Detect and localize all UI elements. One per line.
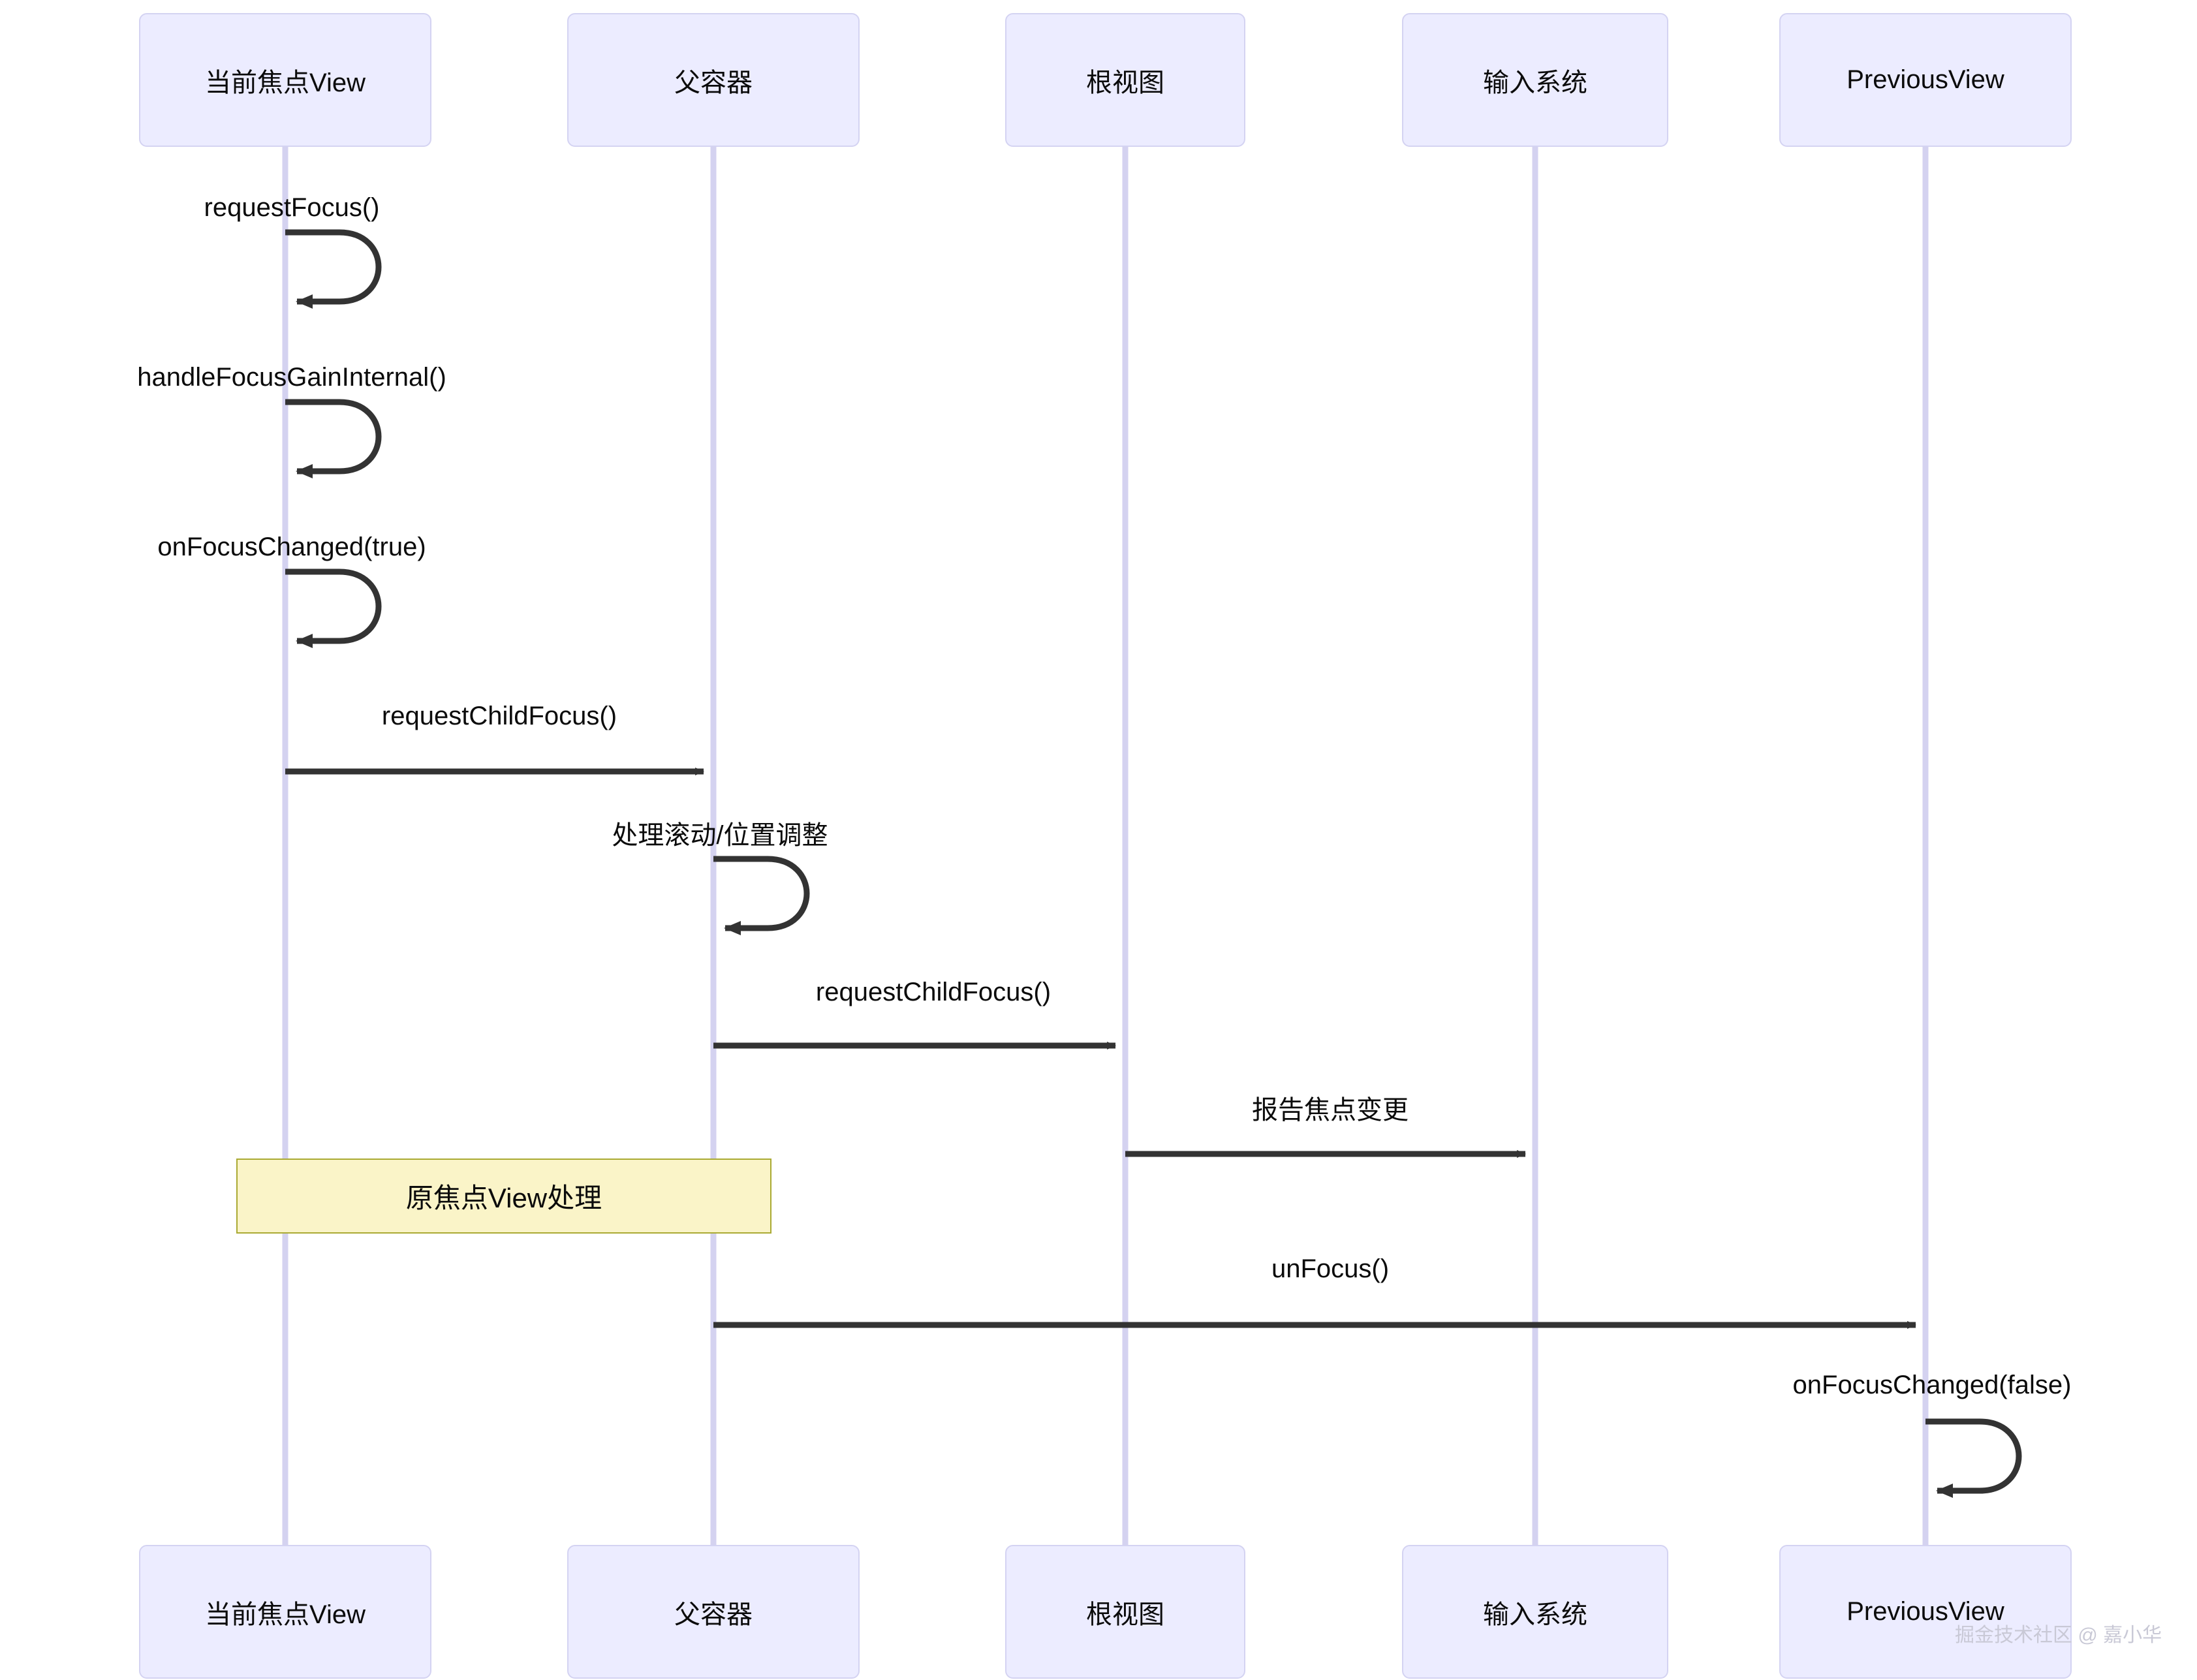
participant-label-inputsys: 输入系统 <box>1483 68 1587 97</box>
message-label-requestfocus: requestFocus() <box>204 193 380 222</box>
participant-box-top-rootview[interactable]: 根视图 <box>1005 13 1245 147</box>
participant-box-top-focusview[interactable]: 当前焦点View <box>139 13 431 147</box>
message-label-report-focus-change: 报告焦点变更 <box>1252 1096 1409 1125</box>
participant-box-top-parent[interactable]: 父容器 <box>567 13 860 147</box>
participant-label-bottom-parent: 父容器 <box>674 1600 753 1629</box>
message-label-requestchildfocus-1: requestChildFocus() <box>381 702 617 730</box>
participant-label-parent: 父容器 <box>674 68 753 97</box>
participant-label-focusview: 当前焦点View <box>205 68 366 97</box>
message-arrow-handle-scroll-position <box>713 856 810 935</box>
participant-box-top-prevview[interactable]: PreviousView <box>1779 13 2072 147</box>
participant-label-bottom-rootview: 根视图 <box>1086 1600 1164 1629</box>
message-arrow-onfocuschanged-true <box>285 568 382 648</box>
message-arrow-onfocuschanged-false <box>1925 1418 2022 1498</box>
note-box-original-focus-view[interactable]: 原焦点View处理 <box>236 1159 771 1234</box>
message-label-onfocuschanged-false: onFocusChanged(false) <box>1792 1371 2072 1399</box>
participant-label-bottom-inputsys: 输入系统 <box>1483 1600 1587 1629</box>
message-arrow-handlefocusgaininternal <box>285 399 382 478</box>
lifelines <box>282 147 1929 1545</box>
participant-box-bottom-inputsys[interactable]: 输入系统 <box>1402 1545 1668 1679</box>
message-label-handle-scroll-position: 处理滚动/位置调整 <box>612 821 828 850</box>
message-arrow-requestfocus <box>285 229 382 309</box>
participant-box-bottom-prevview[interactable]: PreviousView <box>1779 1545 2072 1679</box>
message-label-unfocus: unFocus() <box>1271 1254 1390 1283</box>
participant-box-bottom-focusview[interactable]: 当前焦点View <box>139 1545 431 1679</box>
participant-label-bottom-prevview: PreviousView <box>1846 1597 2004 1626</box>
participant-box-bottom-rootview[interactable]: 根视图 <box>1005 1545 1245 1679</box>
note-label-original-focus-view: 原焦点View处理 <box>405 1183 602 1213</box>
message-label-requestchildfocus-2: requestChildFocus() <box>815 978 1052 1006</box>
participant-label-rootview: 根视图 <box>1086 68 1164 97</box>
message-label-handlefocusgaininternal: handleFocusGainInternal() <box>137 363 446 392</box>
participant-box-top-inputsys[interactable]: 输入系统 <box>1402 13 1668 147</box>
participant-box-bottom-parent[interactable]: 父容器 <box>567 1545 860 1679</box>
participant-label-bottom-focusview: 当前焦点View <box>205 1600 366 1629</box>
watermark-text: 掘金技术社区 @ 嘉小华 <box>1955 1625 2162 1646</box>
participant-label-prevview: PreviousView <box>1846 65 2004 94</box>
message-label-onfocuschanged-true: onFocusChanged(true) <box>157 533 426 561</box>
